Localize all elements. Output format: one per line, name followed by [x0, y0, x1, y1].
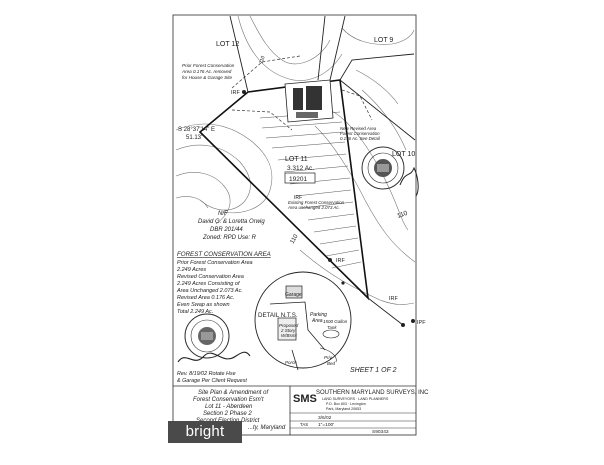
topo-contours — [175, 15, 416, 305]
prior-area-note-3: for House & Garage Site — [182, 75, 232, 80]
lot-11-number-box — [284, 172, 316, 184]
svg-text:Lot 11 - Aberdeen: Lot 11 - Aberdeen — [205, 404, 253, 410]
detail-tank-label-2: Tank — [327, 325, 337, 330]
detail-garage-label: Garage — [285, 292, 302, 298]
signature-right — [399, 166, 419, 197]
sheet-number: SHEET 1 OF 2 — [350, 367, 397, 374]
title-job: S90343 — [372, 429, 389, 435]
bright-mls-watermark: bright MLS — [168, 421, 242, 462]
title-drawn: TAS — [300, 422, 308, 427]
detail-house-label-3: W/Bsmt — [281, 333, 297, 338]
firm-name: SOUTHERN MARYLAND SURVEYS, INC — [316, 390, 429, 396]
svg-text:IRF: IRF — [389, 296, 399, 302]
owner-zoning: Zoned: RPD Use: R — [202, 235, 257, 241]
lot-11-number: 19201 — [289, 176, 307, 183]
svg-text:Section 2 Phase 2: Section 2 Phase 2 — [203, 411, 252, 417]
detail-priv-label: Priv. — [324, 355, 333, 360]
title-date: 3/6/02 — [318, 415, 332, 421]
state-seal-right — [361, 146, 405, 190]
lot-11-label: LOT 11 — [285, 156, 308, 163]
svg-text:Total 2.249 Ac.: Total 2.249 Ac. — [177, 309, 213, 315]
svg-text:IRF: IRF — [294, 195, 302, 201]
bearing-south-distance: 51.13' — [186, 135, 202, 141]
revision-line-2: & Garage Per Client Request — [177, 378, 247, 384]
firm-address: P.O. Box 803 · Lexington — [326, 402, 366, 406]
contour-110-top: 110 — [258, 55, 266, 65]
lot-10-label: LOT 10 — [392, 151, 415, 158]
firm-address-2: Park, Maryland 20653 — [326, 407, 361, 411]
svg-text:Revised Conservation Area: Revised Conservation Area — [177, 274, 244, 280]
revision-line-1: Rev. 8/19/02 Rotate Hse — [177, 371, 236, 377]
svg-text:IPF: IPF — [417, 320, 426, 326]
forest-area-dashed — [231, 55, 373, 131]
detail-house-label-2: 2 Story — [280, 328, 296, 333]
owner-deed: DBR 201/44 — [210, 227, 243, 233]
fca-title: FOREST CONSERVATION AREA — [177, 251, 271, 258]
svg-text:Even Swap as shown: Even Swap as shown — [177, 302, 230, 308]
detail-house — [277, 317, 297, 341]
firm-sub: LAND SURVEYORS · LAND PLANNERS — [322, 397, 389, 401]
detail-tank — [322, 329, 340, 339]
svg-text:Site Plan & Amendment of: Site Plan & Amendment of — [198, 390, 269, 396]
svg-text:IRF: IRF — [231, 90, 241, 96]
detail-tank-label-1: 1500 Gallon — [323, 319, 348, 324]
detail-house-label-1: Proposed — [279, 323, 299, 328]
svg-text:Prior Forest Conservation Area: Prior Forest Conservation Area — [177, 260, 253, 266]
irf-marker-mid: IRF — [328, 258, 346, 264]
detail-priv-bed — [319, 347, 337, 363]
house-footprint — [293, 86, 322, 118]
contour-110-right: 110 — [396, 210, 408, 220]
lot-9-label: LOT 9 — [374, 37, 393, 44]
prior-area-note-2: Area 0.176 Ac. removed — [181, 69, 232, 74]
detail-garage — [285, 285, 303, 299]
irf-marker-low: IRF — [294, 195, 345, 285]
existing-area-note-2: Area unchanged 2.073 Ac. — [287, 205, 340, 210]
new-area-note-2: Forest Conservation — [340, 131, 380, 136]
irf-marker-right: IRF — [389, 296, 405, 327]
contour-110-left: 110 — [290, 233, 300, 245]
detail-parking-label-2: Area — [311, 318, 323, 324]
detail-parking-label: Parking — [310, 312, 327, 318]
lot-12-label: LOT 12 — [216, 41, 239, 48]
svg-text:...ty, Maryland: ...ty, Maryland — [248, 425, 286, 431]
detail-priv-label-2: Bed — [327, 361, 336, 366]
detail-circle — [254, 271, 352, 369]
fca-lines: Prior Forest Conservation Area 2.249 Acr… — [176, 260, 253, 315]
new-area-note-1: New Revised Area — [340, 126, 377, 131]
existing-area-note-1: Existing Forest Conservation — [288, 200, 345, 205]
engineer-seal — [184, 313, 230, 359]
signature-left — [177, 351, 251, 363]
owner-nf: N/F — [218, 211, 228, 217]
sheet-border — [172, 14, 417, 436]
boundary-extension — [339, 79, 416, 326]
svg-text:Revised Area 0.176 Ac.: Revised Area 0.176 Ac. — [177, 295, 234, 301]
bearing-south: S 28°37'14" E — [178, 127, 215, 133]
svg-text:Forest Conservation Esm't: Forest Conservation Esm't — [193, 397, 264, 403]
owner-name: David G. & Loretta Orwig — [198, 219, 265, 225]
svg-text:2.249 Acres: 2.249 Acres — [176, 267, 206, 273]
ipf-marker: IPF — [411, 319, 426, 326]
new-area-note-3: 0.176 Ac. See Detail — [340, 136, 381, 141]
svg-text:IRF: IRF — [336, 258, 346, 264]
svg-text:2.249 Acres Consisting of: 2.249 Acres Consisting of — [176, 281, 240, 287]
prior-area-note-1: Prior Forest Conservation — [182, 63, 235, 68]
title-scale: 1"=100' — [318, 422, 334, 428]
firm-logo: SMS — [293, 393, 317, 405]
detail-porch-label: Porch — [285, 360, 297, 365]
irf-marker-top: IRF — [231, 90, 246, 96]
detail-driveway — [269, 301, 326, 371]
detail-title: DETAIL N.T.S. — [258, 312, 298, 319]
survey-plat: LOT 12 LOT 9 LOT 10 LOT 11 3.312 Ac. 192… — [172, 14, 429, 436]
svg-text:Area Unchanged 2.073 Ac.: Area Unchanged 2.073 Ac. — [176, 288, 243, 294]
lot-11-area: 3.312 Ac. — [287, 165, 314, 172]
